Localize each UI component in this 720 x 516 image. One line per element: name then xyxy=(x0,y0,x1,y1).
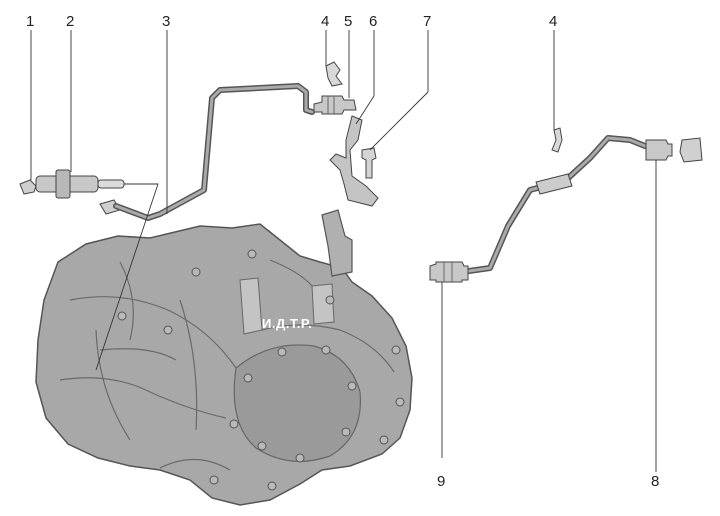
housing-edge-6 xyxy=(261,324,395,373)
housing-edge-1 xyxy=(69,296,237,369)
housing-bolt xyxy=(191,267,201,277)
housing-bolt xyxy=(277,347,287,357)
housing-bolt xyxy=(341,427,351,437)
housing-bolt xyxy=(247,249,257,259)
right-hydraulic-assembly xyxy=(429,127,703,283)
housing-bracket xyxy=(321,209,353,277)
master-cylinder-rod xyxy=(97,179,125,189)
gearbox-housing: И.Д.Т.Р. xyxy=(35,209,413,506)
clutch-hose xyxy=(459,135,653,275)
callout-7: 7 xyxy=(423,13,431,30)
housing-bolt xyxy=(295,453,305,463)
mounting-bracket xyxy=(329,115,379,207)
housing-bolt xyxy=(391,345,401,355)
callout-6: 6 xyxy=(369,13,377,30)
housing-boss-2 xyxy=(311,283,335,325)
callout-4b: 4 xyxy=(549,13,557,30)
callout-2: 2 xyxy=(66,13,74,30)
projection-line xyxy=(95,183,159,371)
housing-flange xyxy=(233,344,362,462)
clutch-hose-highlight xyxy=(460,136,652,274)
hose-end-fitting xyxy=(313,95,357,115)
housing-bolt xyxy=(229,419,239,429)
retaining-clip-right xyxy=(551,127,563,153)
housing-edge-2 xyxy=(59,377,227,419)
housing-body xyxy=(35,223,413,506)
housing-bolt xyxy=(163,325,173,335)
leader-7-tail xyxy=(369,91,429,151)
leader-6-tail xyxy=(355,95,375,125)
hose-sleeve xyxy=(535,173,573,195)
housing-bolt xyxy=(117,311,127,321)
housing-boss xyxy=(239,277,263,335)
housing-edge-3 xyxy=(95,329,131,441)
callout-1: 1 xyxy=(26,13,34,30)
hose-end-fitting-9 xyxy=(429,261,469,283)
clutch-pipe xyxy=(113,83,315,221)
callout-3: 3 xyxy=(162,13,170,30)
protective-cap xyxy=(679,137,703,163)
hose-end-fitting-8 xyxy=(645,139,673,161)
master-cylinder-flange xyxy=(55,169,71,199)
housing-edge-7 xyxy=(269,259,313,287)
housing-bolt xyxy=(347,381,357,391)
retaining-clip-top xyxy=(325,61,343,87)
left-hydraulic-assembly xyxy=(19,61,379,221)
housing-bolt xyxy=(267,481,277,491)
watermark: И.Д.Т.Р. xyxy=(262,316,312,331)
housing-edge-8 xyxy=(159,458,231,471)
callout-5: 5 xyxy=(344,13,352,30)
leader-lines xyxy=(30,30,657,472)
housing-bolt xyxy=(379,435,389,445)
callout-8: 8 xyxy=(651,473,659,490)
housing-edge-4 xyxy=(179,299,198,431)
housing-bolt xyxy=(209,475,219,485)
bracket-bolt xyxy=(361,147,377,179)
housing-edge-5 xyxy=(119,261,134,341)
reservoir-cap xyxy=(19,179,37,195)
housing-edge-9 xyxy=(99,348,177,361)
clutch-pipe-highlight xyxy=(114,84,314,220)
housing-bolt xyxy=(257,441,267,451)
callouts: 1 2 3 4 5 6 7 4 9 8 xyxy=(26,13,659,490)
housing-bolt xyxy=(321,345,331,355)
housing-bolt xyxy=(325,295,335,305)
housing-bolt xyxy=(395,397,405,407)
housing-bolt xyxy=(243,373,253,383)
callout-9: 9 xyxy=(437,473,445,490)
callout-4: 4 xyxy=(321,13,329,30)
